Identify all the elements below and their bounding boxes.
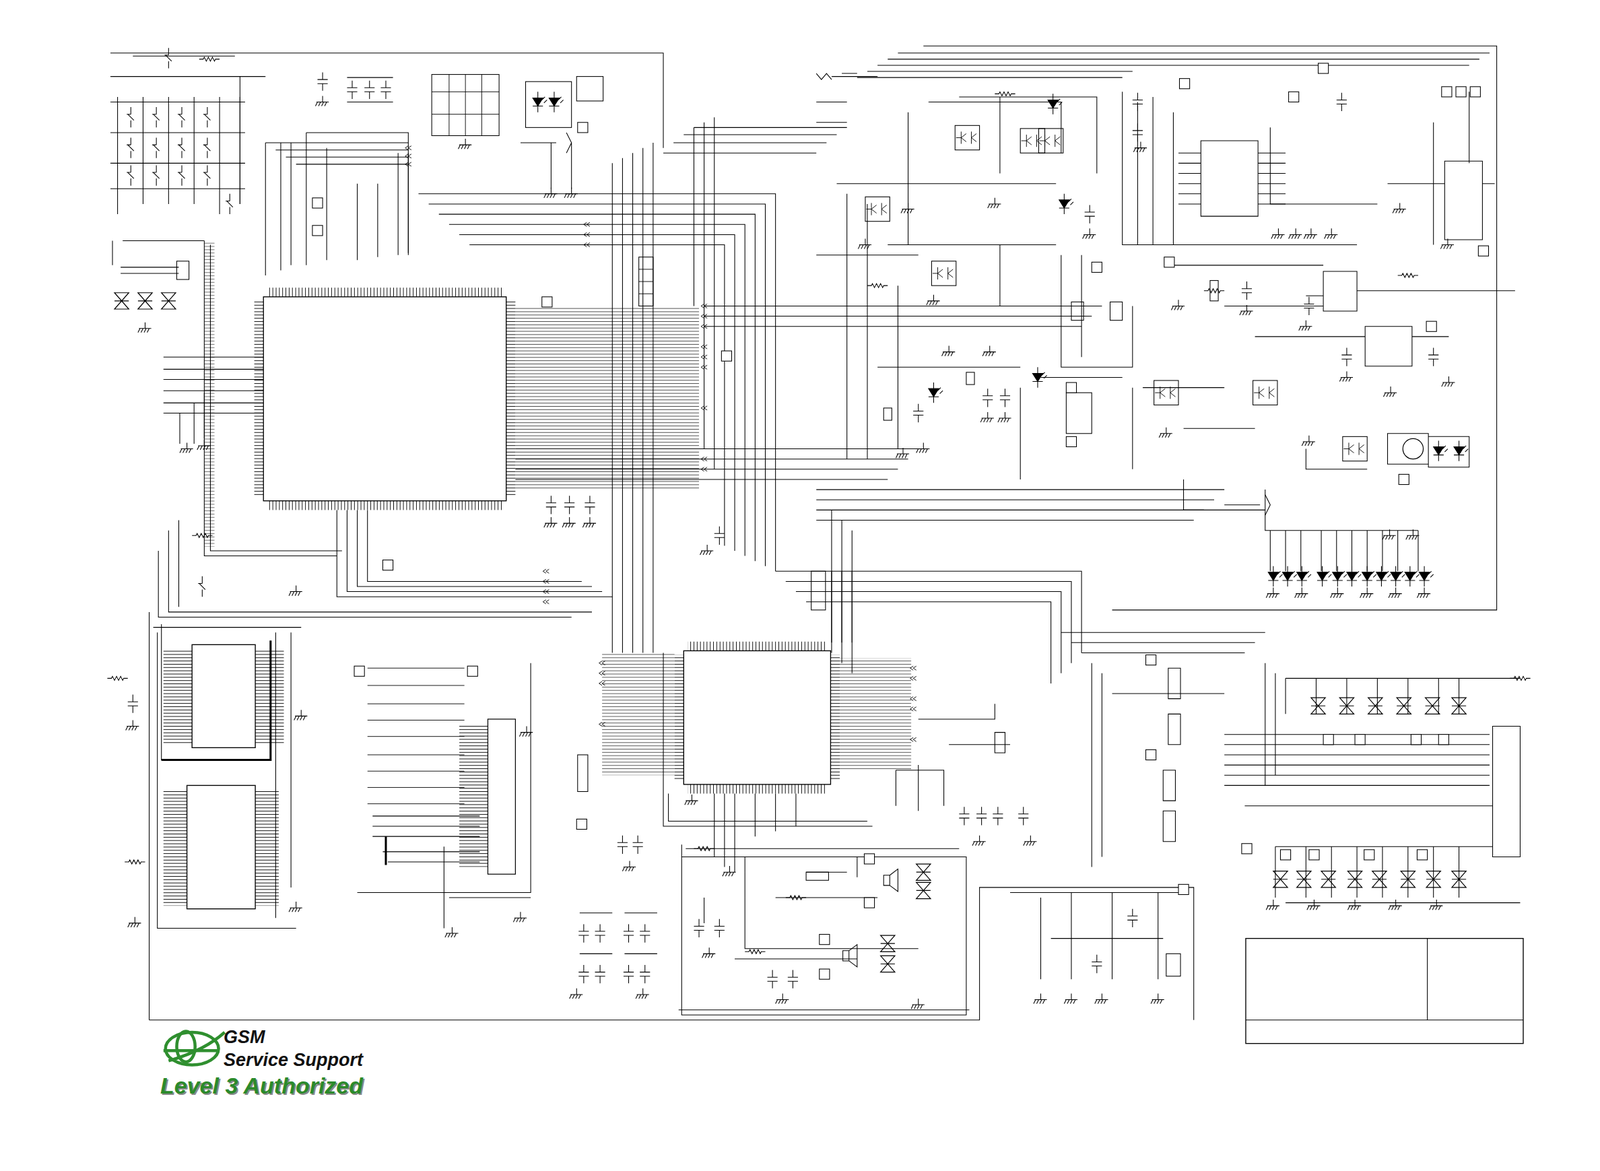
- logo-text: GSM: [223, 1027, 266, 1048]
- logo-slogan: Level 3 Authorized: [160, 1073, 363, 1099]
- logo-globe: [163, 1030, 225, 1065]
- logo-text: Service Support: [223, 1050, 363, 1071]
